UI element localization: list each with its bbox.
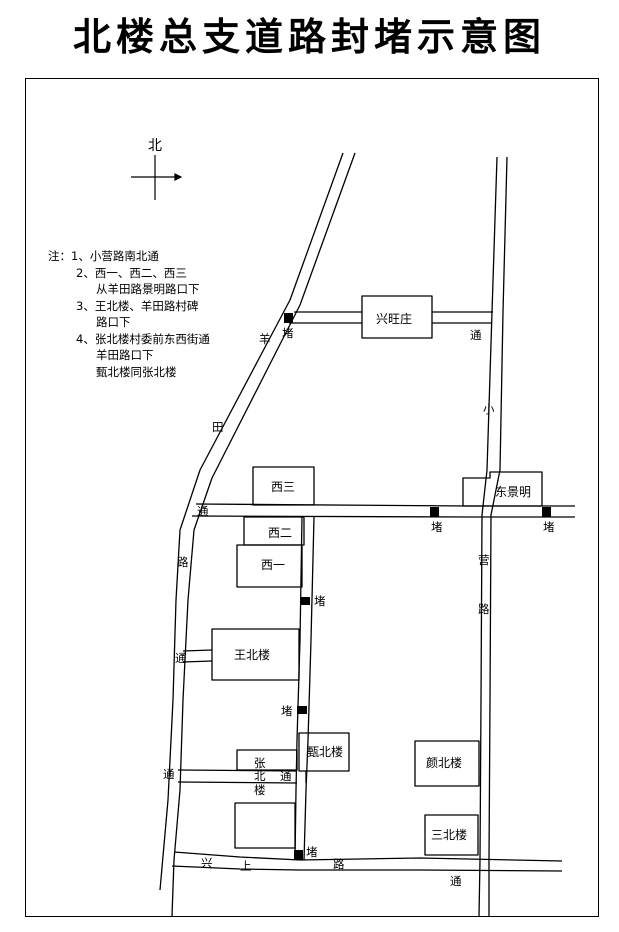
- building-zhenbeilou: [298, 732, 350, 772]
- central-lane-east-edge: [303, 516, 315, 861]
- note-4-cont: 羊田路口下: [96, 348, 154, 362]
- yangtian-road-east-edge: [171, 152, 356, 917]
- building-wangbeilou: [211, 628, 300, 681]
- jingming-road-south-edge: [191, 515, 575, 518]
- central-lane-west-edge: [294, 516, 303, 861]
- label-zhenbeilou: 甄北楼: [307, 744, 343, 759]
- xingshang-road-north-edge: [173, 851, 563, 862]
- blocked-label-jingming-east: 堵: [543, 520, 555, 534]
- compass-arrow-icon: [174, 173, 183, 181]
- building-xingwangzhuang: [361, 295, 433, 339]
- block-marker-central-lower: [297, 706, 307, 714]
- road-label-lu2: 路: [478, 602, 490, 616]
- yangtian-road-west-edge: [159, 152, 344, 891]
- road-label-xiao: 小: [483, 402, 495, 416]
- map-frame: [25, 78, 599, 917]
- map-title: 北楼总支道路封堵示意图: [72, 14, 546, 59]
- road-label-shang: 上: [240, 859, 252, 873]
- open-label-zhangbeilou-west: 通: [163, 767, 175, 781]
- wangbeilou-lane-south: [182, 660, 213, 663]
- building-sanbeilou: [424, 814, 479, 856]
- label-xingwangzhuang: 兴旺庄: [376, 311, 412, 326]
- note-3-cont: 路口下: [96, 315, 131, 329]
- note-1: 1、小营路南北通: [71, 249, 159, 263]
- road-label-xing: 兴: [201, 856, 213, 870]
- blocked-label-jingming-mid: 堵: [431, 520, 443, 534]
- block-marker-jingming-east: [542, 507, 551, 517]
- xiaoying-road-west-edge: [478, 156, 498, 917]
- label-wangbeilou: 王北楼: [234, 647, 270, 662]
- label-yanbeilou: 颜北楼: [426, 755, 462, 770]
- note-3: 3、王北楼、羊田路村碑: [76, 298, 199, 313]
- block-marker-jingming-mid: [430, 507, 439, 517]
- open-label-wangbeilou: 通: [175, 651, 187, 665]
- label-xisan: 西三: [271, 480, 295, 494]
- note-4: 4、张北楼村委前东西街通: [76, 331, 210, 346]
- zhangbeilou-lane-south: [177, 781, 298, 784]
- note-4-cont2: 甄北楼同张北楼: [96, 364, 177, 379]
- compass-north-label: 北: [148, 138, 162, 154]
- building-zhangbeilou-small: [236, 749, 298, 771]
- notes-prefix: 注：: [48, 249, 71, 263]
- block-marker-central-upper: [300, 597, 310, 605]
- label-xier: 西二: [268, 526, 292, 540]
- road-label-lu: 路: [177, 555, 189, 569]
- road-label-lou: 楼: [254, 783, 266, 797]
- open-label-jingming-west: 通: [197, 504, 209, 518]
- label-dongjingming: 东景明: [495, 485, 531, 499]
- building-yanbeilou: [414, 740, 480, 787]
- open-label-xingshang: 通: [450, 874, 462, 888]
- building-dongjingming: [462, 471, 543, 507]
- road-label-lu3: 路: [333, 857, 345, 871]
- label-sanbeilou: 三北楼: [431, 827, 467, 842]
- road-label-bei: 北: [254, 769, 266, 783]
- label-xiyi: 西一: [261, 558, 285, 572]
- open-label-xiaoying-north: 通: [470, 328, 482, 342]
- road-label-tian: 田: [212, 420, 224, 434]
- blocked-label-xingwangzhuang: 堵: [282, 326, 294, 340]
- road-label-ying: 营: [478, 553, 490, 567]
- wangbeilou-lane-north: [182, 649, 213, 652]
- road-label-zhang: 张: [254, 756, 266, 770]
- block-marker-xingwangzhuang: [284, 313, 293, 323]
- note-2-cont: 从羊田路景明路口下: [96, 282, 200, 296]
- blocked-label-central-upper: 堵: [314, 594, 326, 608]
- blocked-label-xingshang: 堵: [306, 845, 318, 859]
- compass: [131, 155, 183, 200]
- block-marker-xingshang: [294, 850, 303, 860]
- xingshang-road-south-edge: [171, 865, 563, 872]
- building-unnamed-block: [234, 802, 296, 849]
- building-xisan: [252, 466, 315, 506]
- road-label-yang: 羊: [259, 332, 271, 346]
- building-xiyi: [236, 544, 303, 588]
- note-2: 2、西一、西二、西三: [76, 265, 187, 280]
- blocked-label-central-lower: 堵: [281, 704, 293, 718]
- open-label-zhangbeilou-east: 通: [280, 769, 292, 783]
- notes-line-1: 注：1、小营路南北通: [48, 248, 210, 265]
- notes-legend: 注：1、小营路南北通 2、西一、西二、西三 从羊田路景明路口下 3、王北楼、羊田…: [48, 248, 210, 380]
- xiaoying-road-east-edge: [488, 156, 508, 916]
